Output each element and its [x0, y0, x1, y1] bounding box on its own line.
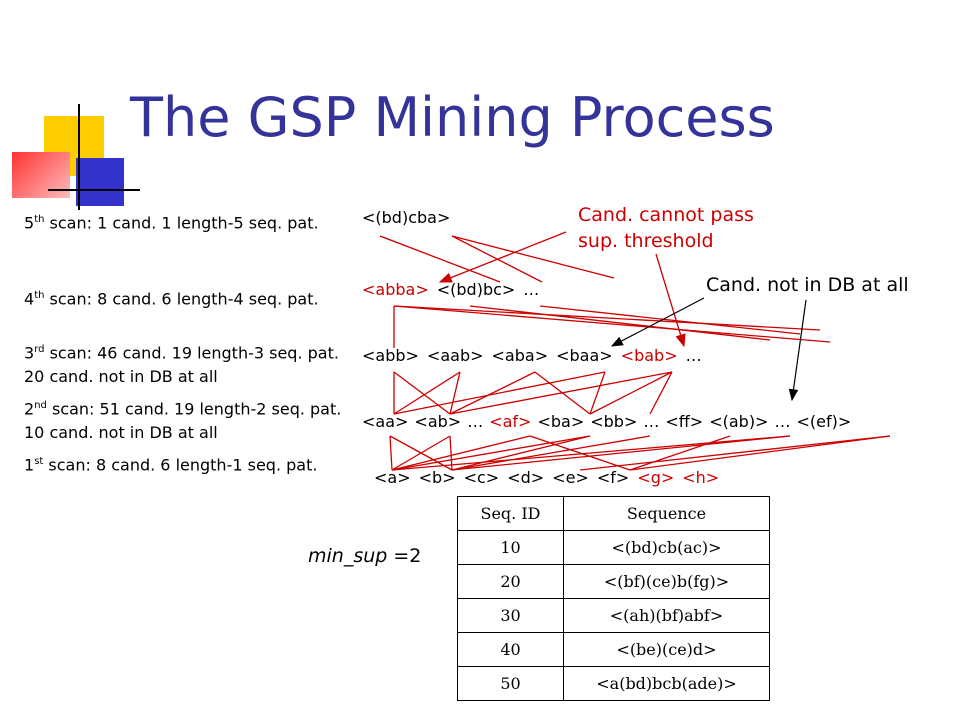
level-4-row: <abba> <(bd)bc> … [362, 280, 539, 299]
table-row: 40 <(be)(ce)d> [457, 632, 770, 667]
seq-node: <ba> [537, 412, 585, 431]
seq-node: <ff> [665, 412, 704, 431]
seq-node: <c> [463, 468, 500, 487]
table-row: 10 <(bd)cb(ac)> [457, 530, 770, 565]
seq-node: <(bd)cba> [362, 208, 451, 227]
scan-5-text: 5th scan: 1 cand. 1 length-5 seq. pat. [24, 213, 319, 233]
sequence-database-table: Seq. ID Sequence 10 <(bd)cb(ac)> 20 <(bf… [457, 496, 770, 701]
table-row: 20 <(bf)(ce)b(fg)> [457, 564, 770, 599]
seq-node: <bb> [590, 412, 638, 431]
cell-sequence: <(be)(ce)d> [563, 632, 770, 667]
ellipsis: … [467, 412, 484, 431]
deco-horizontal-line [48, 189, 140, 191]
seq-node-infrequent: <h> [682, 468, 720, 487]
scan-4-text: 4th scan: 8 cand. 6 length-4 seq. pat. [24, 289, 319, 309]
scan-3-text: 3rd scan: 46 cand. 19 length-3 seq. pat.… [24, 343, 339, 387]
table-row: 50 <a(bd)bcb(ade)> [457, 666, 770, 701]
cell-seq-id: 10 [457, 530, 564, 565]
level-3-row: <abb> <aab> <aba> <baa> <bab> … [362, 346, 702, 365]
seq-node: <aa> [362, 412, 409, 431]
seq-node: <f> [596, 468, 630, 487]
header-sequence: Sequence [563, 496, 770, 531]
seq-node: <(bd)bc> [436, 280, 516, 299]
ellipsis: … [523, 280, 540, 299]
cell-sequence: <a(bd)bcb(ade)> [563, 666, 770, 701]
cell-seq-id: 30 [457, 598, 564, 633]
seq-node: <aab> [426, 346, 484, 365]
ellipsis: … [685, 346, 702, 365]
deco-blue-block [76, 158, 124, 206]
seq-node: <(ef)> [796, 412, 852, 431]
cell-seq-id: 20 [457, 564, 564, 599]
scan-2-text: 2nd scan: 51 cand. 19 length-2 seq. pat.… [24, 399, 342, 443]
seq-node-infrequent: <g> [637, 468, 675, 487]
scan-1-text: 1st scan: 8 cand. 6 length-1 seq. pat. [24, 455, 318, 475]
callout-cannot-pass: Cand. cannot pass sup. threshold [578, 204, 754, 252]
table-header-row: Seq. ID Sequence [457, 496, 770, 531]
page-title: The GSP Mining Process [130, 86, 775, 149]
ellipsis: … [774, 412, 791, 431]
seq-node: <d> [507, 468, 545, 487]
seq-node-infrequent: <bab> [620, 346, 678, 365]
cell-sequence: <(bf)(ce)b(fg)> [563, 564, 770, 599]
seq-node-infrequent: <af> [489, 412, 532, 431]
seq-node: <aba> [491, 346, 549, 365]
cell-sequence: <(bd)cb(ac)> [563, 530, 770, 565]
table-row: 30 <(ah)(bf)abf> [457, 598, 770, 633]
seq-node: <b> [418, 468, 456, 487]
cell-seq-id: 50 [457, 666, 564, 701]
seq-node-infrequent: <abba> [362, 280, 429, 299]
seq-node: <a> [374, 468, 411, 487]
min-sup-label: min_sup =2 [308, 545, 422, 567]
level-2-row: <aa> <ab> … <af> <ba> <bb> … <ff> <(ab)>… [362, 412, 851, 431]
callout-not-in-db: Cand. not in DB at all [706, 274, 909, 296]
seq-node: <abb> [362, 346, 419, 365]
header-seq-id: Seq. ID [457, 496, 564, 531]
level-5-row: <(bd)cba> [362, 208, 450, 227]
ellipsis: … [643, 412, 660, 431]
seq-node: <ab> [414, 412, 462, 431]
level-1-row: <a> <b> <c> <d> <e> <f> <g> <h> [374, 468, 719, 487]
seq-node: <(ab)> [709, 412, 769, 431]
deco-vertical-line [78, 104, 80, 210]
seq-node: <e> [552, 468, 589, 487]
seq-node: <baa> [556, 346, 613, 365]
cell-sequence: <(ah)(bf)abf> [563, 598, 770, 633]
cell-seq-id: 40 [457, 632, 564, 667]
